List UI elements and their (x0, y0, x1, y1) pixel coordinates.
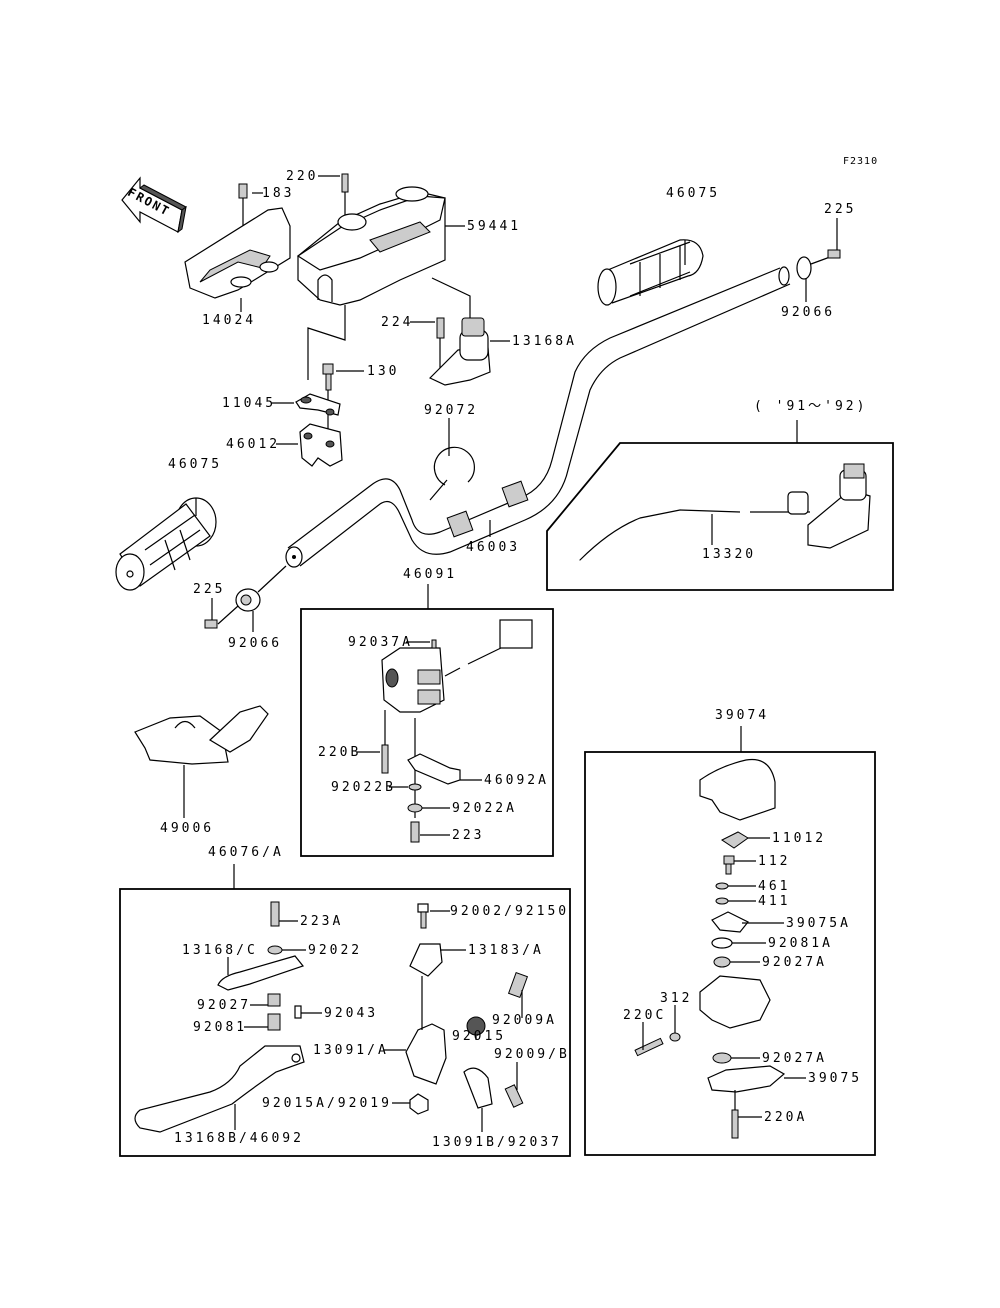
part-label-220: 220 (286, 169, 319, 184)
part-label-14024: 14024 (202, 313, 257, 328)
handlebar-46003 (285, 266, 791, 568)
part-label-312: 312 (660, 991, 693, 1006)
part-label-130: 130 (367, 364, 400, 379)
part-label-13183A: 13183/A (468, 943, 544, 958)
part-label-220B: 220B (318, 745, 362, 760)
part-label-59441: 59441 (467, 219, 522, 234)
part-label-225-right: 225 (824, 202, 857, 217)
part-label-39075A: 39075A (786, 916, 851, 931)
front-text-icon: FRONT (125, 185, 172, 219)
switch-box-46091 (300, 584, 554, 857)
part-label-49006: 49006 (160, 821, 215, 836)
grip-46075-left (115, 497, 217, 591)
part-label-92037A: 92037A (348, 635, 413, 650)
part-label-224: 224 (381, 315, 414, 330)
front-arrow-icon (121, 176, 187, 234)
part-label-46075-left: 46075 (168, 457, 223, 472)
part-label-92009A: 92009A (492, 1013, 557, 1028)
part-label-92022: 92022 (308, 943, 363, 958)
part-label-39074: 39074 (715, 708, 770, 723)
part-label-13091B-92037: 13091B/92037 (432, 1135, 562, 1150)
throttle-case-13168A (428, 317, 491, 386)
part-label-11045: 11045 (222, 396, 277, 411)
bar-end-92066-left (204, 565, 287, 632)
part-label-92043: 92043 (324, 1006, 379, 1021)
part-label-411: 411 (758, 894, 791, 909)
part-label-223A: 223A (300, 914, 344, 929)
part-label-220C: 220C (623, 1008, 667, 1023)
part-label-46075-right: 46075 (666, 186, 721, 201)
part-label-13320: 13320 (702, 547, 757, 562)
front-direction-label: FRONT (118, 176, 188, 240)
part-label-46076A: 46076/A (208, 845, 284, 860)
figure-code: F2310 (843, 156, 879, 167)
part-label-92027: 92027 (197, 998, 252, 1013)
part-label-92002-92150: 92002/92150 (450, 904, 570, 919)
bar-end-92066-right (796, 218, 841, 302)
part-label-92066-left: 92066 (228, 636, 283, 651)
part-label-46012: 46012 (226, 437, 281, 452)
part-label-13168C: 13168/C (182, 943, 258, 958)
housing-59441 (296, 173, 471, 380)
part-label-461: 461 (758, 879, 791, 894)
part-label-92081A: 92081A (768, 936, 833, 951)
part-label-11012: 11012 (772, 831, 827, 846)
part-label-92022B: 92022B (331, 780, 396, 795)
lever-box-46076A (119, 864, 571, 1157)
part-label-46003: 46003 (466, 540, 521, 555)
part-label-92027A-bottom: 92027A (762, 1051, 827, 1066)
part-label-92015: 92015 (452, 1029, 507, 1044)
part-label-225-left: 225 (193, 582, 226, 597)
part-label-220A: 220A (764, 1110, 808, 1125)
variant-box-91-92 (546, 420, 894, 591)
part-label-92022A: 92022A (452, 801, 517, 816)
part-label-112: 112 (758, 854, 791, 869)
part-label-46092A: 46092A (484, 773, 549, 788)
part-label-13091A: 13091/A (313, 1043, 389, 1058)
part-label-92027A-top: 92027A (762, 955, 827, 970)
throttle-box-39074 (584, 726, 876, 1156)
part-label-46091: 46091 (403, 567, 458, 582)
bracket-14024 (184, 183, 291, 299)
part-label-92009B: 92009/B (494, 1047, 570, 1062)
part-label-92072: 92072 (424, 403, 479, 418)
guard-49006 (134, 705, 269, 818)
part-label-223: 223 (452, 828, 485, 843)
part-label-39075: 39075 (808, 1071, 863, 1086)
year-note: ( '91～'92) (754, 399, 868, 414)
part-label-92066-right: 92066 (781, 305, 836, 320)
part-label-183: 183 (262, 186, 295, 201)
leader-lines (227, 175, 806, 1132)
part-label-92081: 92081 (193, 1020, 248, 1035)
part-label-13168B-46092: 13168B/46092 (174, 1131, 304, 1146)
clip-92072 (429, 446, 475, 501)
grip-46075-right (597, 239, 704, 306)
svg-text:FRONT: FRONT (125, 185, 172, 219)
part-label-92015A-92019: 92015A/92019 (262, 1096, 392, 1111)
part-label-13168A: 13168A (512, 334, 577, 349)
holder-46012 (295, 363, 343, 467)
